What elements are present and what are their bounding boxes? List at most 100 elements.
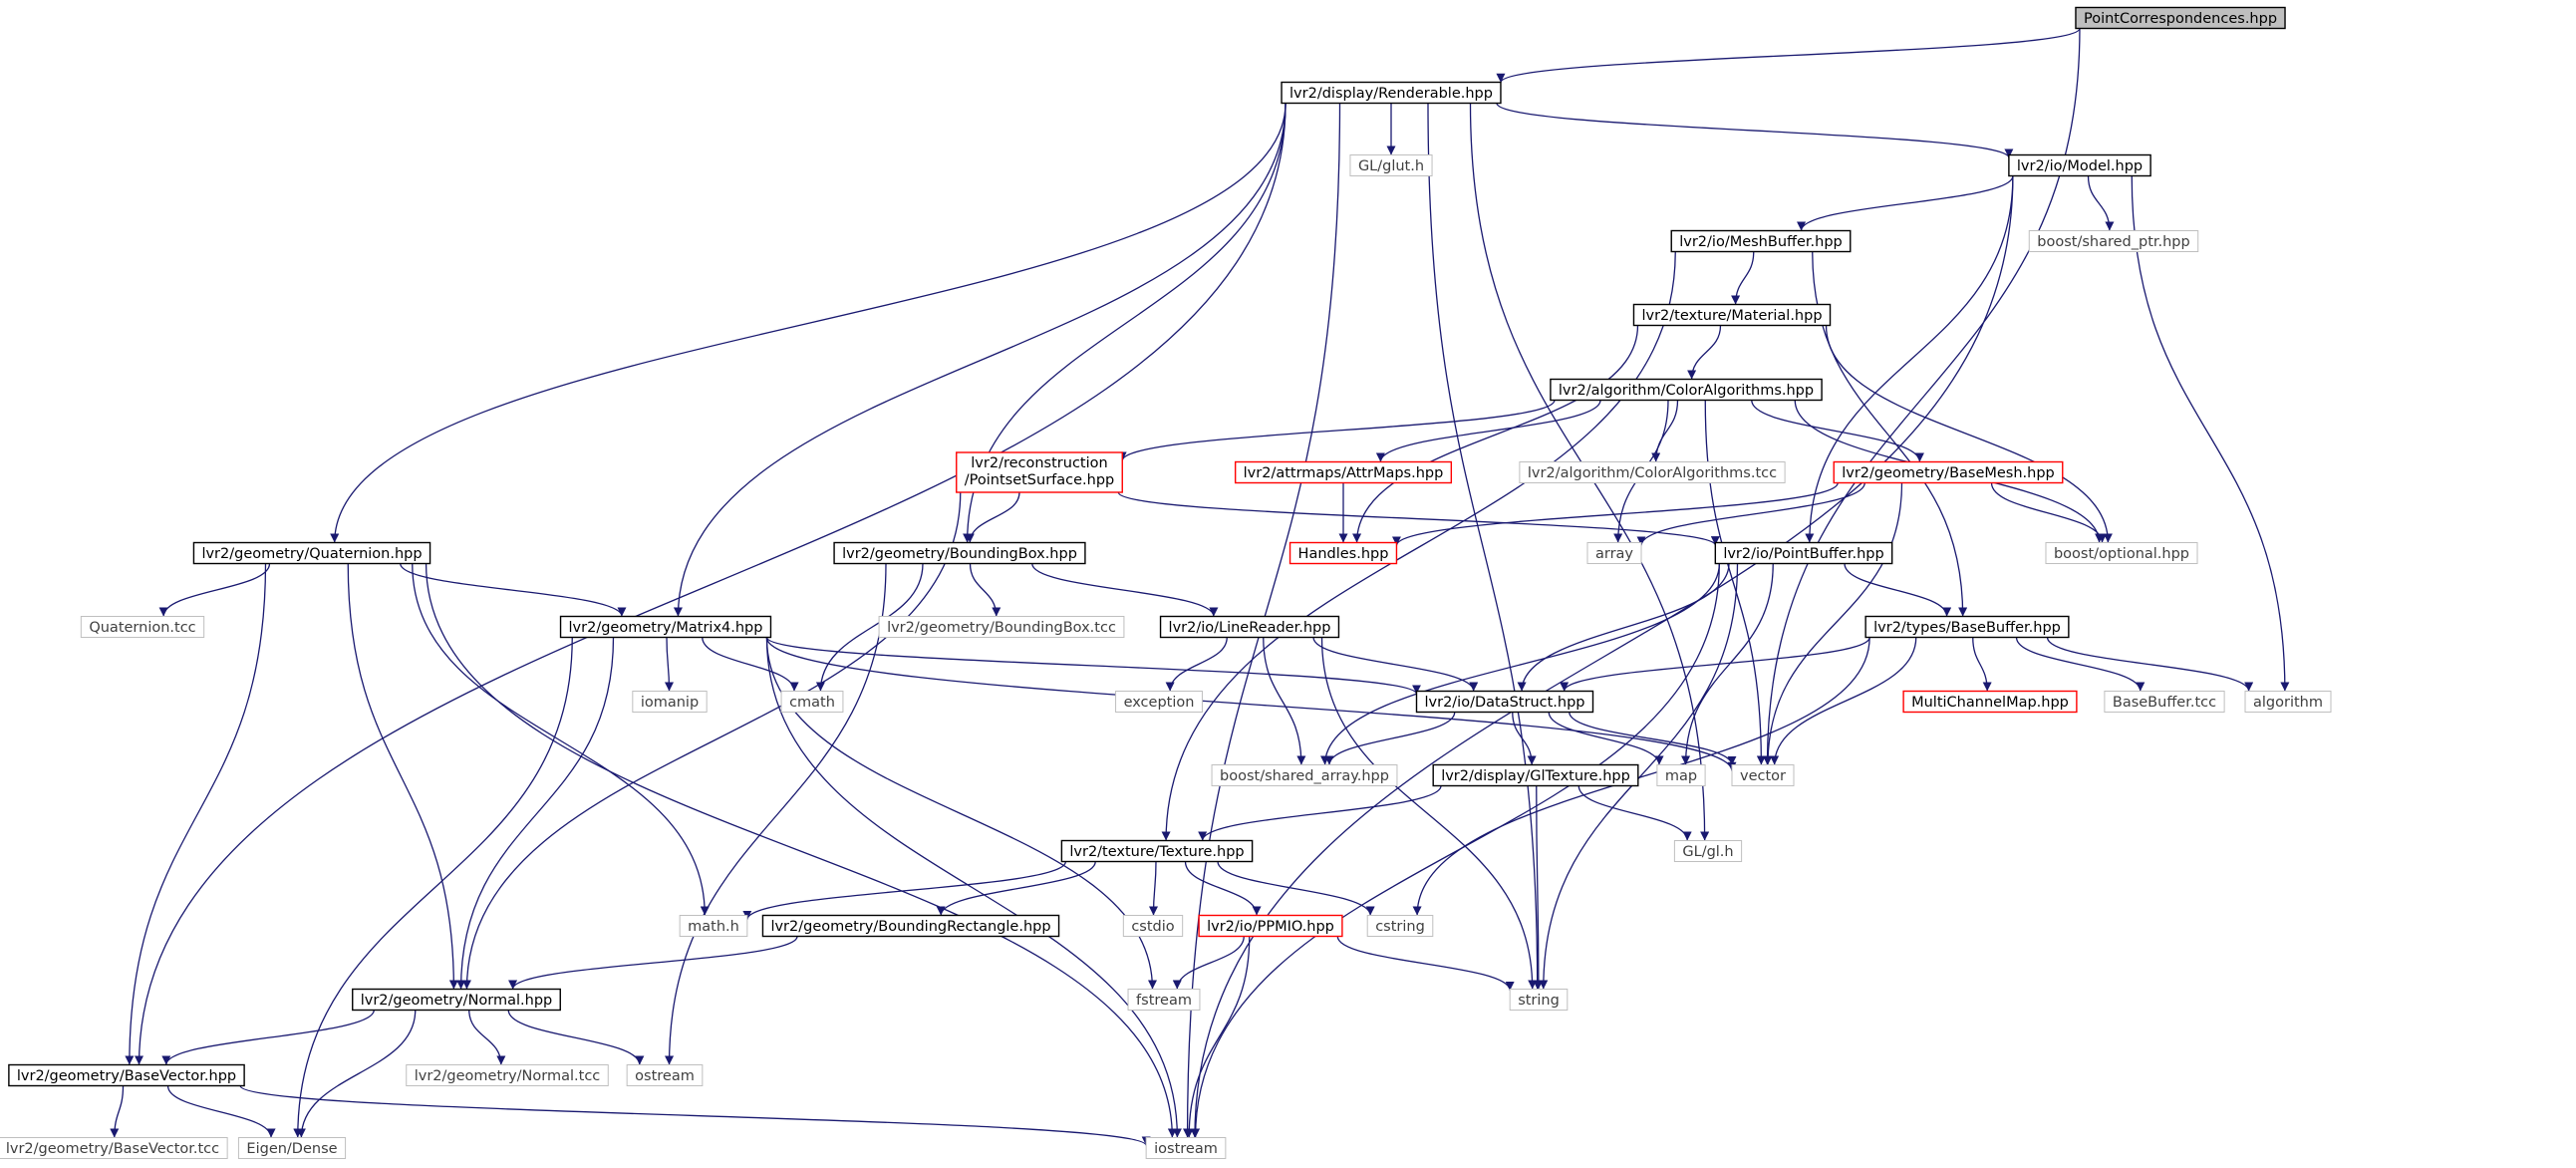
node-basebuffer[interactable]: lvr2/types/BaseBuffer.hpp: [1864, 615, 2070, 639]
node-string: string: [1509, 989, 1569, 1011]
node-label: GL/glut.h: [1358, 158, 1424, 174]
node-texture[interactable]: lvr2/texture/Texture.hpp: [1060, 839, 1254, 863]
edge-datastruct-to-sharedarray: [1324, 712, 1456, 765]
node-label: lvr2/io/PointBuffer.hpp: [1723, 546, 1883, 562]
edge-basebuffer-to-datastruct: [1560, 637, 1870, 692]
node-renderable[interactable]: lvr2/display/Renderable.hpp: [1281, 81, 1502, 105]
edge-gltexture-to-texture: [1198, 785, 1442, 841]
node-handles[interactable]: Handles.hpp: [1288, 541, 1398, 565]
edge-matrix4-to-normal: [456, 637, 615, 990]
node-label: lvr2/algorithm/ColorAlgorithms.tcc: [1528, 465, 1777, 481]
edge-boundingrect-to-normal: [508, 936, 798, 990]
edge-basevector-to-eigendense: [166, 1085, 276, 1138]
node-box: [1122, 915, 1184, 937]
node-gltexture[interactable]: lvr2/display/GlTexture.hpp: [1432, 763, 1639, 787]
node-box: [2075, 6, 2286, 30]
edge-basebuffer-to-multichannel: [1972, 637, 1992, 692]
node-material[interactable]: lvr2/texture/Material.hpp: [1632, 303, 1832, 327]
node-multichannel[interactable]: MultiChannelMap.hpp: [1902, 690, 2078, 714]
node-basevector[interactable]: lvr2/geometry/BaseVector.hpp: [8, 1063, 245, 1087]
node-label: lvr2/io/Model.hpp: [2017, 158, 2143, 174]
node-attrmaps[interactable]: lvr2/attrmaps/AttrMaps.hpp: [1234, 460, 1453, 484]
node-sharedarray: boost/shared_array.hpp: [1211, 764, 1398, 786]
edge-matrix4-to-eigendense: [293, 637, 573, 1138]
node-label: lvr2/geometry/Normal.tcc: [415, 1068, 601, 1084]
node-pointbuffer[interactable]: lvr2/io/PointBuffer.hpp: [1714, 541, 1893, 565]
node-bboxtcc: lvr2/geometry/BoundingBox.tcc: [878, 616, 1125, 638]
edge-basebuffer-to-basebuffertcc: [2015, 637, 2146, 692]
node-root[interactable]: PointCorrespondences.hpp: [2075, 6, 2286, 30]
node-quaternion[interactable]: lvr2/geometry/Quaternion.hpp: [192, 541, 431, 565]
node-label: cstring: [1375, 919, 1425, 935]
node-label: lvr2/reconstruction/PointsetSurface.hpp: [965, 455, 1115, 488]
edge-material-to-coloralg: [1687, 325, 1722, 380]
edge-pointset-to-normal: [461, 491, 962, 990]
node-box: [1145, 1137, 1227, 1159]
edge-datastruct-to-gltexture: [1512, 712, 1537, 765]
edge-renderable-to-model: [1496, 102, 2014, 158]
node-box: [2008, 153, 2151, 177]
node-glgl: GL/gl.h: [1673, 840, 1743, 862]
node-label: Handles.hpp: [1298, 546, 1389, 562]
edge-matrix4-to-datastruct: [765, 636, 1421, 695]
edge-linereader-to-datastruct: [1312, 637, 1479, 692]
node-label: cstdio: [1131, 919, 1174, 935]
node-boundingrect[interactable]: lvr2/geometry/BoundingRectangle.hpp: [761, 914, 1060, 938]
node-basemesh[interactable]: lvr2/geometry/BaseMesh.hpp: [1833, 460, 2064, 484]
edge-basemesh-to-array: [1636, 482, 1865, 546]
node-label: lvr2/io/DataStruct.hpp: [1425, 695, 1585, 711]
node-datastruct[interactable]: lvr2/io/DataStruct.hpp: [1415, 690, 1594, 714]
node-box: [352, 988, 561, 1012]
node-box: [80, 616, 205, 638]
edge-linereader-to-exception: [1165, 637, 1228, 692]
node-box: [1127, 989, 1201, 1011]
node-label: lvr2/geometry/BaseVector.hpp: [17, 1068, 236, 1084]
node-pointset[interactable]: lvr2/reconstruction/PointsetSurface.hpp: [956, 451, 1123, 493]
edge-quaternion-to-mathh: [412, 563, 710, 916]
node-array: array: [1586, 542, 1642, 564]
header-nodes: PointCorrespondences.hpp lvr2/display/Ren…: [0, 6, 2332, 1159]
edge-meshbuffer-to-texture: [1161, 251, 1676, 841]
node-ppmio[interactable]: lvr2/io/PPMIO.hpp: [1198, 914, 1343, 938]
node-model[interactable]: lvr2/io/Model.hpp: [2008, 153, 2151, 177]
node-box: [1673, 840, 1743, 862]
edge-model-to-sharedptr: [2087, 175, 2115, 231]
node-linereader[interactable]: lvr2/io/LineReader.hpp: [1159, 615, 1340, 639]
edge-datastruct-to-vector: [1569, 712, 1737, 766]
edge-model-to-pointbuffer: [1805, 175, 2014, 543]
node-box: [2104, 691, 2225, 713]
node-normal[interactable]: lvr2/geometry/Normal.hpp: [352, 988, 561, 1012]
edge-normal-to-ostream: [507, 1010, 645, 1065]
edge-material-to-handles: [1352, 325, 1639, 543]
node-box: [559, 615, 772, 639]
edge-material-to-optional: [1825, 325, 2113, 543]
edge-pointbuffer-to-basebuffer: [1844, 563, 1952, 617]
edge-linereader-to-sharedarray: [1263, 637, 1306, 765]
node-box: [1349, 154, 1433, 176]
node-label: ostream: [635, 1068, 695, 1084]
node-box: [1415, 690, 1594, 714]
edge-model-to-meshbuffer: [1797, 175, 2014, 231]
node-boundingbox[interactable]: lvr2/geometry/BoundingBox.hpp: [833, 541, 1086, 565]
node-normaltcc: lvr2/geometry/Normal.tcc: [406, 1064, 609, 1086]
node-matrix4[interactable]: lvr2/geometry/Matrix4.hpp: [559, 615, 772, 639]
node-box: [878, 616, 1125, 638]
edge-basevector-to-iostream: [239, 1084, 1151, 1146]
node-label: exception: [1124, 695, 1195, 711]
node-quaterniontcc: Quaternion.tcc: [80, 616, 205, 638]
node-cmath: cmath: [780, 691, 844, 713]
node-box: [833, 541, 1086, 565]
edge-renderable-to-matrix4: [673, 103, 1287, 617]
node-box: [761, 914, 1060, 938]
node-box: [1198, 914, 1343, 938]
node-box: [1731, 764, 1795, 786]
node-meshbuffer[interactable]: lvr2/io/MeshBuffer.hpp: [1670, 229, 1852, 253]
node-label: cmath: [789, 695, 835, 711]
edge-ppmio-to-fstream: [1172, 936, 1245, 990]
edge-boundingbox-to-ostream: [665, 563, 887, 1065]
node-coloralg[interactable]: lvr2/algorithm/ColorAlgorithms.hpp: [1550, 378, 1823, 402]
node-basebuffertcc: BaseBuffer.tcc: [2104, 691, 2225, 713]
node-label: boost/shared_ptr.hpp: [2037, 234, 2189, 250]
node-box: [1833, 460, 2064, 484]
edge-gltexture-to-glgl: [1577, 785, 1692, 841]
